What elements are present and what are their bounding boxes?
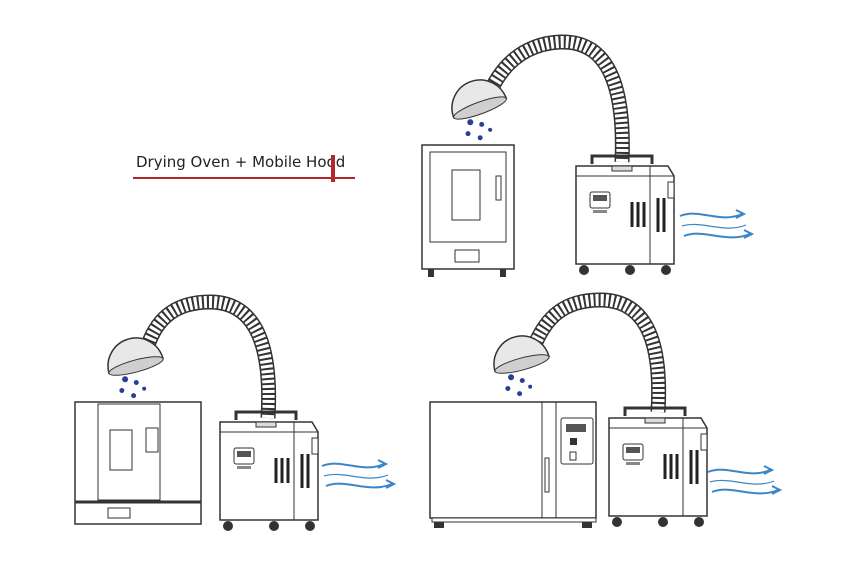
hood-head [486, 328, 558, 402]
title-accent-bar [331, 155, 335, 182]
scene-small-oven [421, 34, 753, 277]
scene-tall-oven [74, 294, 395, 533]
diagram-title: Drying Oven + Mobile Hood [133, 153, 356, 179]
drying-oven [421, 144, 515, 277]
airflow-arrows-icon [707, 465, 781, 495]
mobile-hood-unit [607, 406, 709, 529]
drying-oven [429, 401, 597, 528]
hood-head [443, 71, 518, 147]
airflow-arrows-icon [679, 209, 753, 239]
drying-oven [74, 401, 202, 525]
mobile-hood-unit [574, 154, 676, 277]
hood-head [100, 330, 172, 404]
airflow-arrows-icon [321, 459, 395, 489]
scene-large-oven [429, 292, 781, 529]
mobile-hood-unit [218, 410, 320, 533]
flexible-arm [529, 292, 667, 413]
